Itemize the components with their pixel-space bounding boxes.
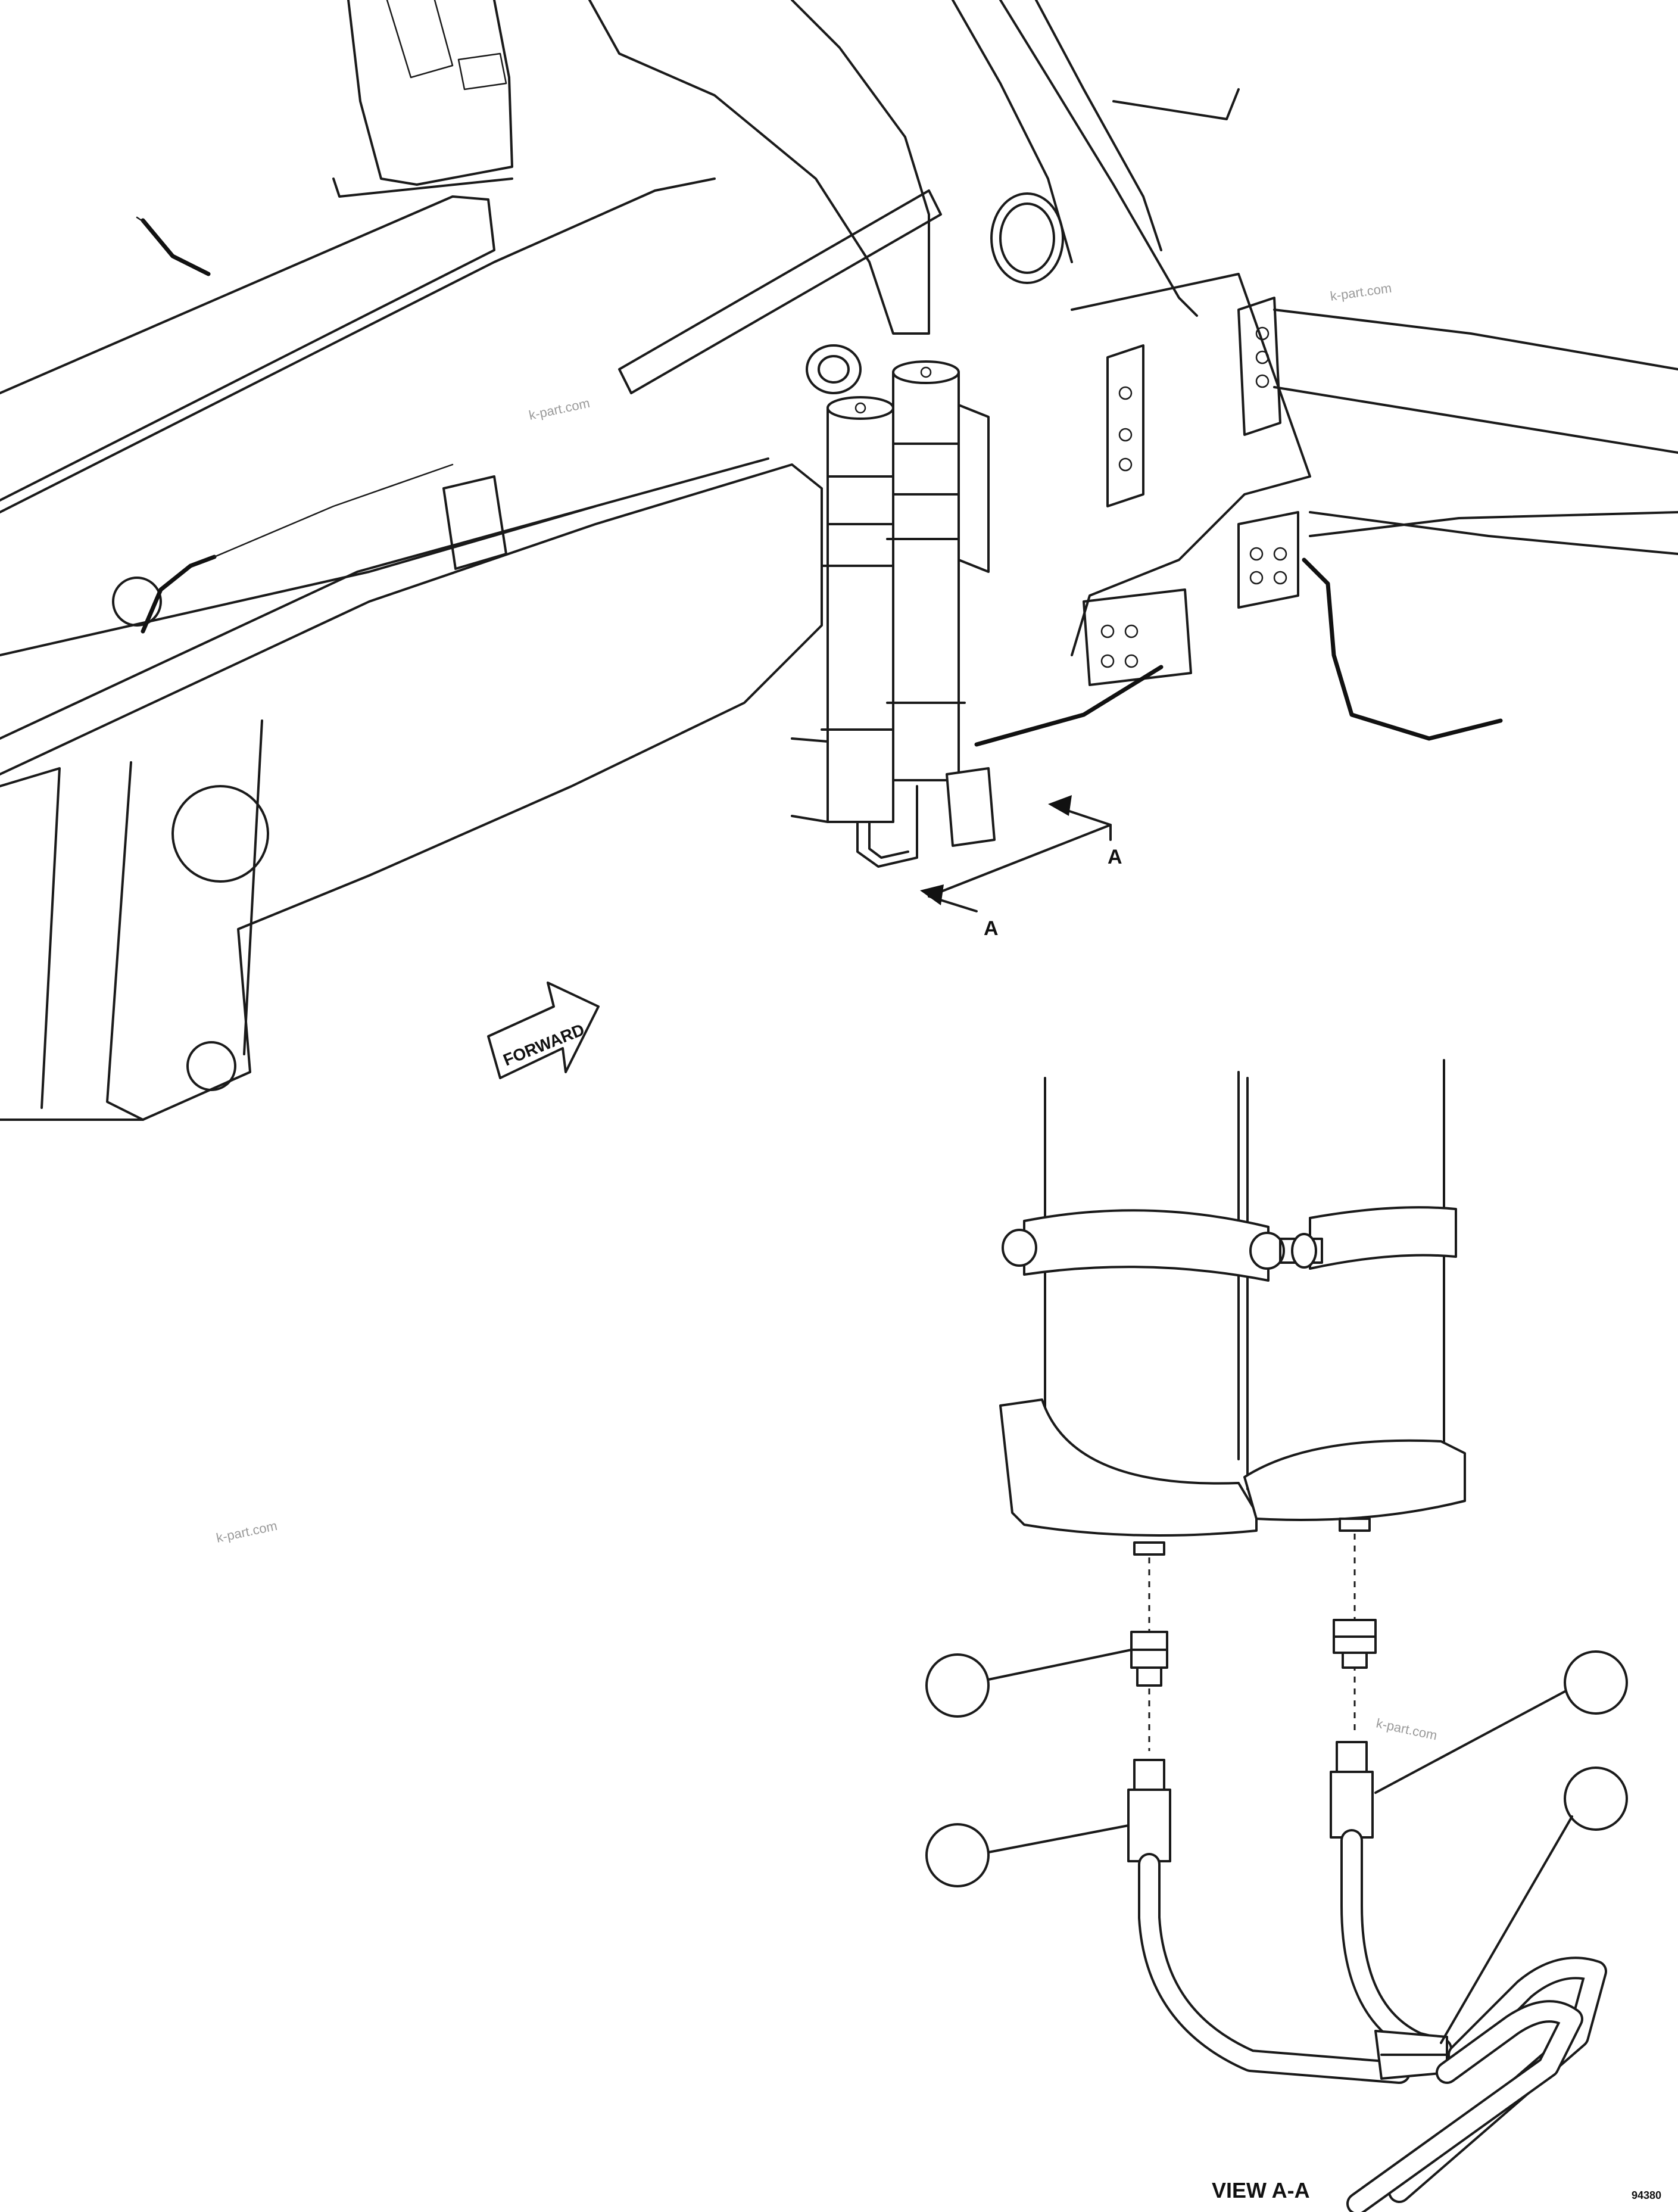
section-mark-right: A [1108,846,1122,868]
callout-2 [1564,1650,1628,1715]
cable-harness [136,216,1503,747]
accumulator-cylinders [791,360,996,868]
figure-id: 94380 [1632,2189,1661,2201]
watermark: k-part.com [1375,1715,1439,1743]
watermark: k-part.com [1329,281,1392,304]
callouts [925,1649,1628,2044]
watermark: k-part.com [215,1518,279,1546]
frame-assembly [0,0,1678,1121]
section-mark-left: A [984,917,999,940]
section-arrows: A A [920,795,1122,940]
view-label: VIEW A-A [1212,2178,1310,2202]
forward-arrow: FORWARD [487,982,600,1079]
callout-1 [925,1653,990,1718]
view-a-a-detail [999,1059,1607,2212]
callout-3 [925,1823,990,1887]
watermark: k-part.com [528,395,591,423]
callout-4 [1564,1767,1628,1831]
